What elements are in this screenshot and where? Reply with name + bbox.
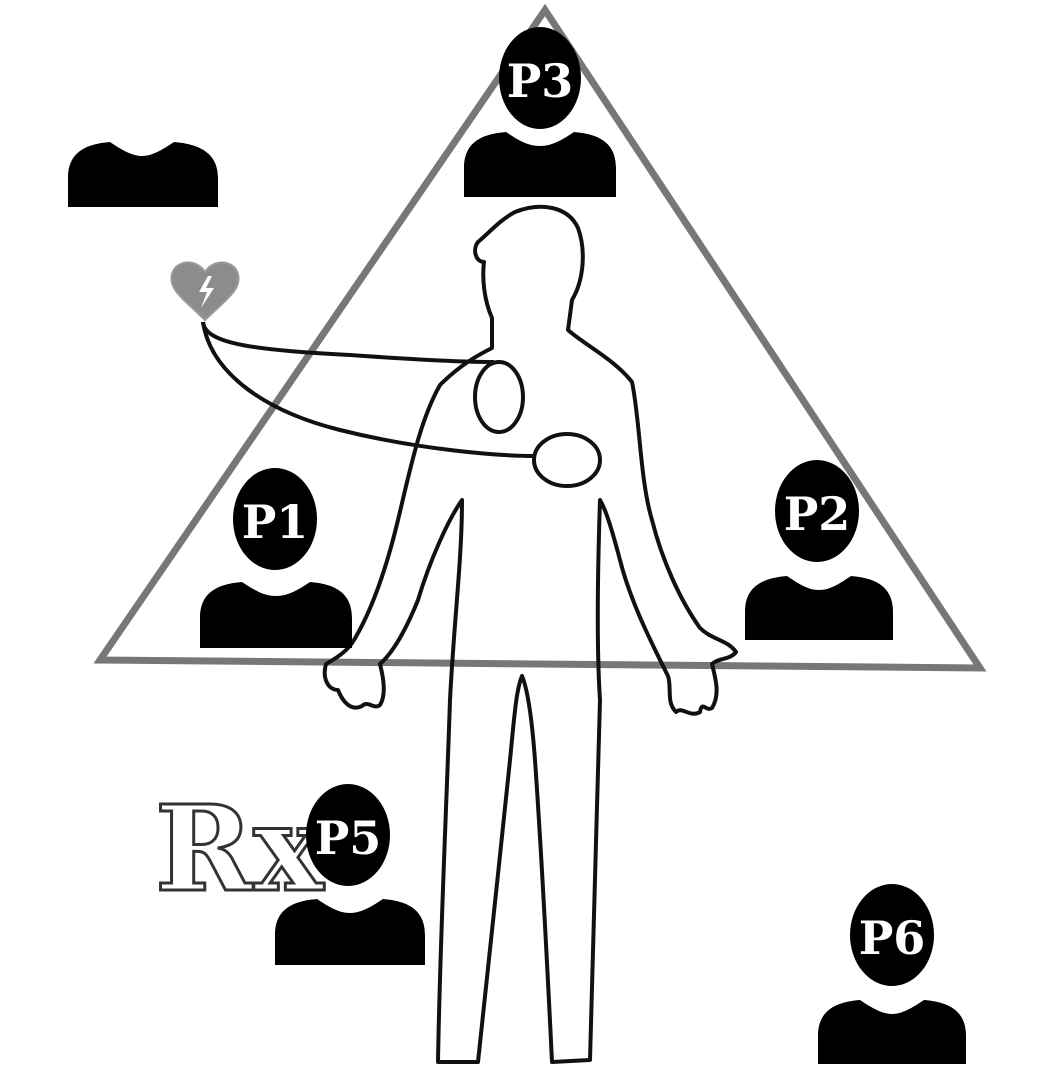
person-silhouette-icon <box>818 1000 966 1064</box>
person-label: P2 <box>784 487 851 541</box>
person-silhouette-icon <box>68 142 218 207</box>
defibrillator-heart-icon <box>171 262 238 320</box>
bystander-unlabeled <box>68 142 218 207</box>
person-label: P5 <box>315 811 382 865</box>
person-label: P3 <box>507 54 574 108</box>
person-silhouette-icon <box>464 132 616 197</box>
defib-pad-upper <box>475 362 523 432</box>
person-p3: P3 <box>464 27 616 197</box>
person-label: P6 <box>859 911 926 965</box>
person-p6: P6 <box>818 884 966 1064</box>
person-silhouette-icon <box>275 899 425 965</box>
rx-prescription-icon: Rx <box>155 779 325 918</box>
person-p1: P1 <box>200 468 352 648</box>
defib-lead-upper <box>203 322 494 362</box>
person-label: P1 <box>242 495 309 549</box>
person-silhouette-icon <box>745 576 893 640</box>
defib-pad-lower <box>534 434 600 486</box>
person-silhouette-icon <box>200 582 352 648</box>
person-p2: P2 <box>745 460 893 640</box>
